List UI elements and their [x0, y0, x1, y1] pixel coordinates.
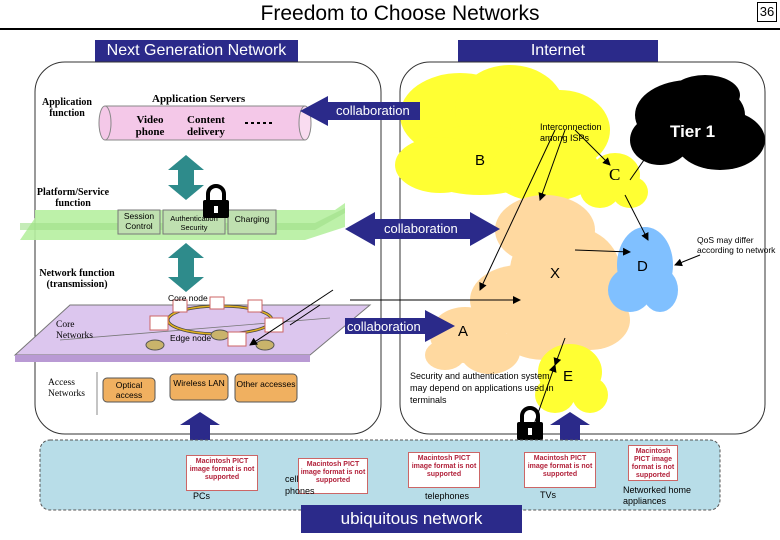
cell-phones-label: cell phones	[285, 474, 315, 496]
router-nodes	[145, 329, 275, 351]
collab-arrow-bottom	[345, 310, 455, 342]
session-control-label: Session Control	[123, 211, 155, 231]
collab-label-middle: collaboration	[384, 221, 458, 236]
application-servers-label: Application Servers	[152, 93, 246, 105]
network-function-label: Network function (transmission)	[39, 268, 115, 290]
session-control-box	[117, 209, 161, 235]
edge-node-label: Edge node	[170, 333, 212, 343]
cloud-a	[425, 307, 520, 374]
core-networks-label: Core Networks	[56, 320, 93, 341]
up-arrow-right	[550, 412, 590, 440]
cloud-c	[580, 153, 648, 208]
tvs-image: Macintosh PICT image format is not suppo…	[524, 452, 596, 488]
internet-banner: Internet	[458, 40, 658, 62]
auth-security-label: Authentication Security	[170, 214, 218, 232]
cloud-d-label: D	[637, 258, 648, 275]
ngn-banner: Next Generation Network	[95, 40, 298, 62]
cloud-a-label: A	[458, 323, 469, 340]
title-underline	[0, 28, 780, 30]
optical-access-label: Optical access	[115, 380, 143, 400]
home-appliances-label: Networked home appliances	[623, 485, 692, 506]
page-title: Freedom to Choose Networks	[260, 2, 540, 25]
cell-phones-image: Macintosh PICT image format is not suppo…	[298, 458, 368, 494]
teal-arrow-lower	[168, 243, 204, 292]
home-appliances-image: Macintosh PICT image format is not suppo…	[628, 445, 678, 481]
telephones-label: telephones	[425, 491, 470, 501]
ubiquitous-network-banner: ubiquitous network	[301, 505, 522, 533]
internet-region	[399, 61, 766, 435]
lock-icon-bottom	[517, 406, 543, 440]
page-number: 36	[757, 2, 777, 22]
up-arrow-left	[180, 412, 220, 440]
application-servers-cylinder	[98, 105, 312, 141]
wireless-lan-box	[169, 373, 229, 401]
interconnection-label: Interconnection among ISPs	[540, 122, 602, 143]
optical-access-box	[102, 377, 156, 403]
other-accesses-label: Other accesses	[236, 379, 296, 389]
qos-note: QoS may differ according to network	[697, 235, 776, 255]
wireless-lan-label: Wireless LAN	[173, 378, 225, 388]
teal-arrow-upper	[168, 155, 204, 200]
other-accesses-box	[234, 373, 298, 403]
cloud-c-label: C	[609, 165, 621, 184]
cloud-tier1	[630, 75, 765, 170]
tier1-label: Tier 1	[670, 122, 716, 141]
ubiquitous-band	[39, 439, 721, 511]
pcs-image: Macintosh PICT image format is not suppo…	[186, 455, 258, 491]
cloud-x-label: X	[550, 265, 561, 282]
access-networks-label: Access Networks	[48, 378, 85, 399]
lock-icon-top	[203, 184, 229, 218]
charging-label: Charging	[234, 214, 270, 224]
telephones-image: Macintosh PICT image format is not suppo…	[408, 452, 480, 488]
collab-arrow-top	[300, 96, 420, 126]
content-delivery-label: Content delivery	[187, 114, 225, 138]
tvs-label: TVs	[540, 490, 557, 500]
platform-service-label: Platform/Service function	[36, 187, 110, 209]
cloud-b-label: B	[475, 152, 486, 169]
collab-arrow-middle	[345, 212, 500, 246]
application-function-label: Application function	[41, 97, 92, 119]
video-phone-label: Video phone	[135, 114, 165, 138]
cloud-e-label: E	[563, 368, 574, 385]
security-note: Security and authentication system may d…	[410, 371, 554, 405]
charging-box	[227, 209, 277, 235]
core-node-label: Core node	[168, 293, 208, 303]
collab-label-bottom: collaboration	[347, 319, 421, 334]
collab-label-top: collaboration	[336, 103, 410, 118]
pcs-label: PCs	[193, 491, 211, 501]
cloud-b	[395, 65, 610, 202]
cloud-d	[608, 227, 678, 312]
